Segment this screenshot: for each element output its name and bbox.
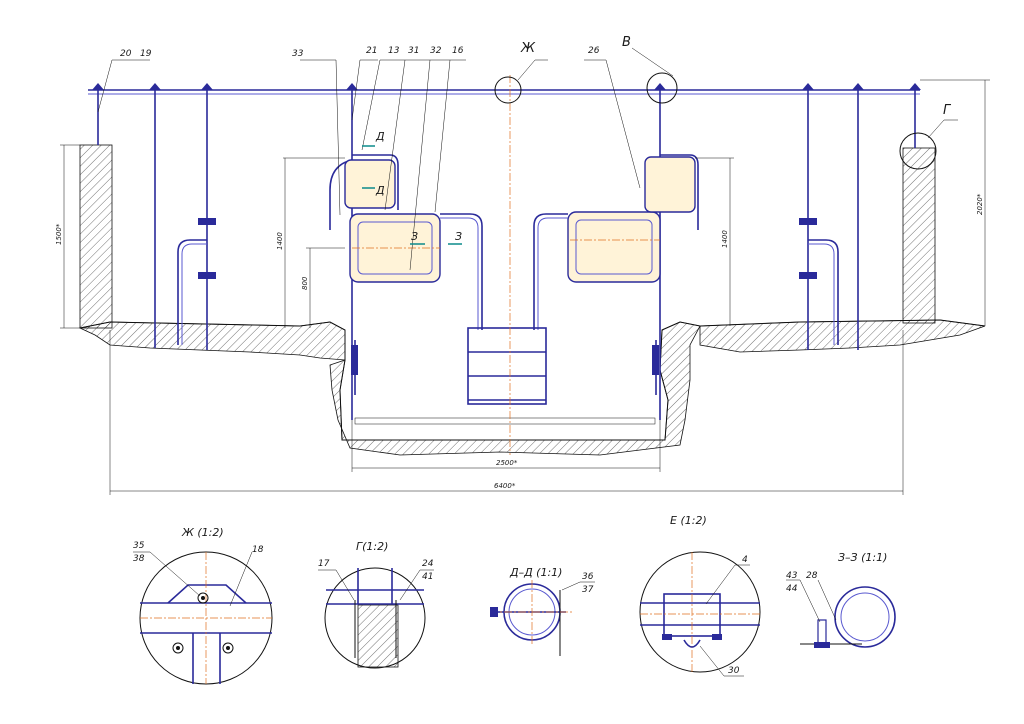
part-43: 43 xyxy=(786,571,798,581)
part-13: 13 xyxy=(388,46,400,56)
view-dd-title: Д–Д (1:1) xyxy=(509,566,562,579)
detail-view-dd: 36 37 Д–Д (1:1) xyxy=(490,566,595,656)
detail-view-e: 4 30 Е (1:2) xyxy=(639,514,761,677)
part-28: 28 xyxy=(806,571,818,581)
part-24: 24 xyxy=(422,559,434,569)
detail-view-g: 17 24 41 Г(1:2) xyxy=(318,540,434,669)
section-z-right: З xyxy=(455,230,462,243)
part-44: 44 xyxy=(786,584,798,594)
left-curved-gate xyxy=(352,154,399,210)
part-30: 30 xyxy=(728,666,740,676)
part-35: 35 xyxy=(133,541,145,551)
ground-hatch-right xyxy=(699,319,986,353)
left-u-frame xyxy=(177,239,207,345)
callout-zh: Ж xyxy=(520,41,536,56)
callout-v: В xyxy=(622,35,631,50)
callout-g-circle xyxy=(899,132,937,170)
dim-2020: 2020* xyxy=(976,193,984,215)
part-36: 36 xyxy=(582,572,594,582)
main-elevation: 20 19 33 21 13 31 32 16 26 Ж В Г Д Д З З… xyxy=(55,35,990,495)
dim-6400: 6400* xyxy=(494,482,516,490)
view-zh-title: Ж (1:2) xyxy=(181,526,224,539)
callout-g: Г xyxy=(943,103,952,118)
ground-hatch-left xyxy=(78,321,346,361)
section-d-bottom: Д xyxy=(375,184,385,197)
part-4: 4 xyxy=(742,555,748,565)
vertical-posts xyxy=(97,90,916,420)
ground-hatch-pit xyxy=(329,321,701,456)
part-37: 37 xyxy=(582,585,594,595)
part-41: 41 xyxy=(422,572,433,582)
part-38: 38 xyxy=(133,554,145,564)
post-caps xyxy=(92,83,921,90)
left-upper-gate xyxy=(344,159,396,209)
left-wall xyxy=(79,144,113,329)
right-panel xyxy=(567,211,661,283)
right-u-frame xyxy=(808,239,839,345)
detail-view-zz: 43 44 28 З–З (1:1) xyxy=(786,551,896,648)
view-zz-title: З–З (1:1) xyxy=(838,551,887,564)
part-16: 16 xyxy=(452,46,464,56)
part-32: 32 xyxy=(430,46,442,56)
right-wall xyxy=(902,147,936,324)
dim-1400-left: 1400 xyxy=(276,232,284,250)
detail-view-zh: 35 38 18 Ж (1:2) xyxy=(133,526,273,685)
clamps xyxy=(198,218,817,279)
leader-lines xyxy=(97,59,641,271)
part-21: 21 xyxy=(366,46,377,56)
dimension-lines xyxy=(60,79,990,495)
view-e-title: Е (1:2) xyxy=(670,514,707,527)
dim-1500: 1500* xyxy=(55,223,63,245)
callout-v-circle xyxy=(646,72,678,104)
part-17: 17 xyxy=(318,559,330,569)
part-18: 18 xyxy=(252,545,264,555)
pit-floor xyxy=(354,417,656,425)
right-upper-gate xyxy=(644,156,696,213)
callout-zh-circle xyxy=(494,76,522,104)
view-g-title: Г(1:2) xyxy=(356,540,388,553)
part-20: 20 xyxy=(120,49,132,59)
dim-1400-right: 1400 xyxy=(721,230,729,248)
stairs xyxy=(467,327,547,405)
section-z-left: З xyxy=(411,230,418,243)
left-step-pipe xyxy=(440,213,483,330)
part-33: 33 xyxy=(292,49,304,59)
dim-800: 800 xyxy=(301,276,309,290)
part-19: 19 xyxy=(140,49,152,59)
part-31: 31 xyxy=(408,46,419,56)
part-26: 26 xyxy=(588,46,600,56)
section-d-top: Д xyxy=(375,130,385,143)
right-step-pipe xyxy=(533,213,568,330)
dim-2500: 2500* xyxy=(496,459,518,467)
